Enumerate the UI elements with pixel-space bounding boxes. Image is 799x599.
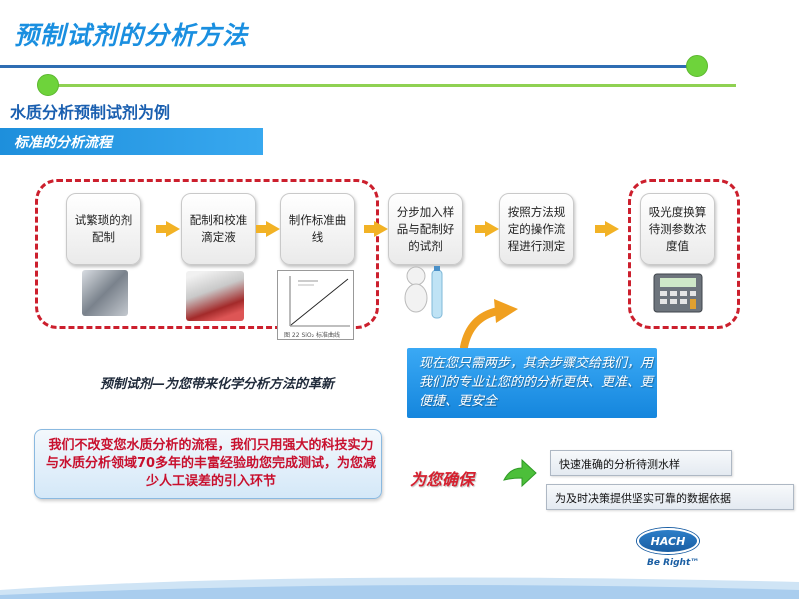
- arrow-right-icon: [364, 221, 388, 237]
- test-tubes-image: [186, 271, 244, 321]
- step-concentration-conversion: 吸光度换算待测参数浓度值: [640, 193, 715, 265]
- step-reagent-preparation: 试繁琐的剂配制: [66, 193, 141, 265]
- step-label: 配制和校准滴定液: [189, 213, 248, 244]
- guarantee-item: 快速准确的分析待测水样: [550, 450, 732, 476]
- page-subtitle: 水质分析预制试剂为例: [10, 103, 171, 122]
- traditional-steps-frame: [35, 179, 379, 329]
- step-measurement: 按照方法规定的操作流程进行测定: [499, 193, 574, 265]
- logo-slogan: Be Right™: [647, 558, 700, 568]
- green-dot-left: [37, 74, 59, 96]
- arrow-right-icon: [475, 221, 499, 237]
- standard-curve-image: 图 22 SiO₂ 标准曲线: [277, 270, 354, 340]
- hach-logo: HACH: [637, 528, 699, 554]
- header-divider-blue: [0, 65, 698, 68]
- section-bar: 标准的分析流程: [0, 128, 263, 155]
- arrow-right-icon: [595, 221, 619, 237]
- step-label: 试繁琐的剂配制: [74, 213, 133, 244]
- bottom-swoosh-decoration: [0, 577, 799, 599]
- step-label: 制作标准曲线: [288, 213, 347, 244]
- step-standard-curve: 制作标准曲线: [280, 193, 355, 265]
- curved-arrow-icon: [460, 299, 518, 350]
- step-label: 按照方法规定的操作流程进行测定: [507, 204, 566, 253]
- lab-photo-image: [82, 270, 128, 316]
- final-step-frame: [628, 179, 740, 329]
- arrow-right-icon: [156, 221, 180, 237]
- highlight-box: 现在您只需两步，其余步骤交给我们，用我们的专业让您的的分析更快、更准、更便捷、更…: [407, 348, 657, 418]
- arrow-right-icon: [256, 221, 280, 237]
- calculator-icon: [653, 273, 703, 313]
- curve-caption: 图 22 SiO₂ 标准曲线: [284, 332, 340, 339]
- section-label: 标准的分析流程: [14, 135, 112, 151]
- page-title: 预制试剂的分析方法: [14, 21, 249, 50]
- step-titrant-calibration: 配制和校准滴定液: [181, 193, 256, 265]
- green-arrow-icon: [503, 458, 537, 488]
- guarantee-label: 为您确保: [410, 470, 475, 489]
- message-box: 我们不改变您水质分析的流程，我们只用强大的科技实力与水质分析领域70多年的丰富经…: [34, 429, 382, 499]
- step-label: 吸光度换算待测参数浓度值: [648, 204, 707, 253]
- header-divider-green: [48, 84, 736, 87]
- step-add-reagents: 分步加入样品与配制好的试剂: [388, 193, 463, 265]
- step-label: 分步加入样品与配制好的试剂: [396, 204, 455, 253]
- message-text: 我们不改变您水质分析的流程，我们只用强大的科技实力与水质分析领域70多年的丰富经…: [45, 438, 377, 489]
- green-dot-right: [686, 55, 708, 77]
- logo-text: HACH: [650, 535, 686, 548]
- person-with-bottle-icon: [404, 266, 443, 319]
- guarantee-item: 为及时决策提供坚实可靠的数据依据: [546, 484, 794, 510]
- highlight-text: 现在您只需两步，其余步骤交给我们，用我们的专业让您的的分析更快、更准、更便捷、更…: [419, 356, 654, 409]
- tagline-text: 预制试剂—为您带来化学分析方法的革新: [100, 377, 335, 392]
